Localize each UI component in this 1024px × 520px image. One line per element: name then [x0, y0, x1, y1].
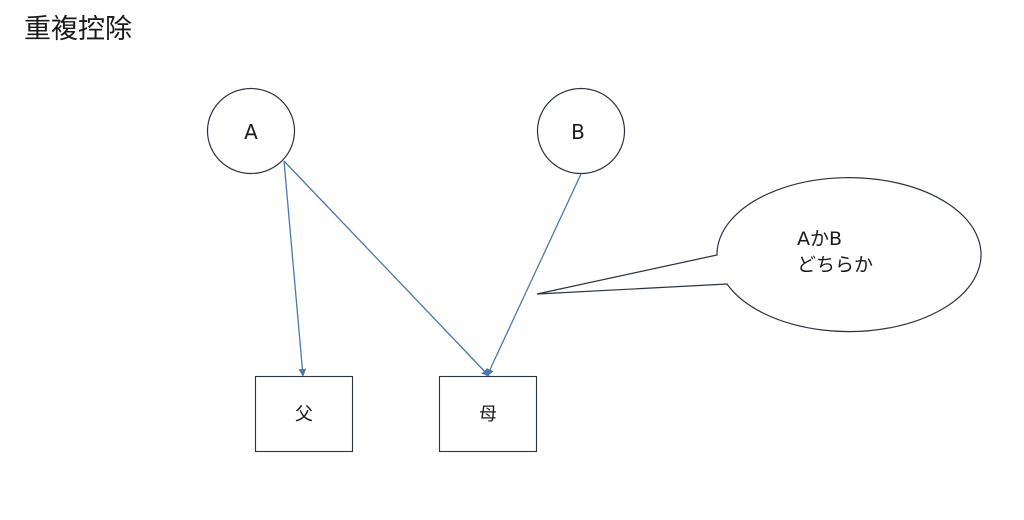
mother-box: 母	[438, 375, 538, 453]
father-box: 父	[254, 375, 354, 453]
arrow-a-to-father	[283, 160, 307, 377]
callout-line-1: AかB	[797, 228, 842, 250]
father-label: 父	[295, 404, 313, 425]
speech-bubble: AかB どちらか	[536, 176, 982, 333]
node-a: A	[206, 87, 296, 175]
node-a-label: A	[244, 120, 258, 144]
node-b-circle	[536, 87, 626, 175]
node-b-label: B	[571, 120, 585, 144]
mother-box-rect	[438, 375, 538, 453]
speech-bubble-shape	[536, 176, 982, 333]
father-box-rect	[254, 375, 354, 453]
node-b: B	[536, 87, 626, 175]
page-title: 重複控除	[24, 14, 132, 45]
arrow-a-to-mother	[283, 160, 490, 377]
node-a-circle	[206, 87, 296, 175]
mother-label: 母	[479, 404, 497, 425]
arrow-b-to-mother	[486, 173, 582, 377]
callout-line-2: どちらか	[797, 254, 873, 276]
